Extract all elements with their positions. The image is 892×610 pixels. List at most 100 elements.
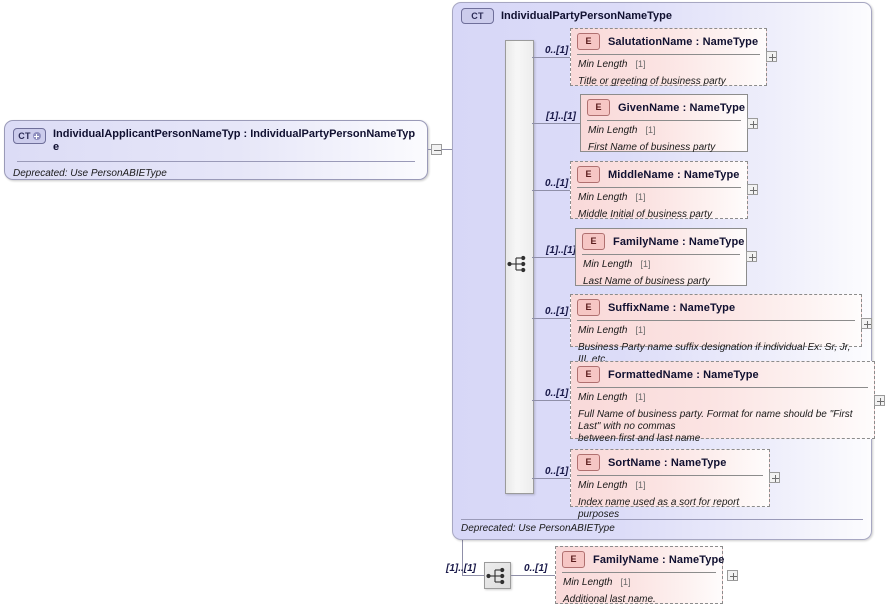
element-expand-toggle[interactable] [766, 51, 777, 62]
element-documentation: Title or greeting of business party [578, 76, 726, 87]
cardinality-element-6: 0..[1] [545, 466, 569, 477]
element-node-extra-familyname[interactable]: E FamilyName : NameType Min Length [1] A… [555, 546, 725, 605]
element-rule [582, 254, 740, 255]
element-rule [562, 572, 716, 573]
element-header: E FamilyName : NameType [576, 229, 746, 254]
element-expand-toggle[interactable] [727, 570, 738, 581]
element-node-sortname[interactable]: E SortName : NameType Min Length [1] Ind… [570, 449, 770, 520]
element-facet: Min Length [1] [571, 188, 747, 207]
connector-element-0 [532, 57, 570, 58]
root-title-row: CT IndividualApplicantPersonNameTyp : In… [5, 121, 427, 160]
element-facet: Min Length [1] [571, 55, 766, 74]
root-annotation: Deprecated: Use PersonABIEType [13, 168, 167, 179]
element-expand-toggle[interactable] [747, 118, 758, 129]
element-header: E FamilyName : NameType [556, 547, 725, 572]
element-documentation: Full Name of business party. Format for … [578, 409, 853, 444]
extra-sequence-icon[interactable] [484, 562, 511, 589]
element-documentation: Business Party name suffix designation i… [578, 342, 851, 365]
element-badge-icon: E [577, 366, 600, 383]
element-expand-toggle[interactable] [861, 318, 872, 329]
root-collapse-toggle[interactable] [431, 144, 442, 155]
element-badge-icon: E [577, 454, 600, 471]
facet-label: Min Length [578, 59, 628, 70]
element-expand-toggle[interactable] [746, 251, 757, 262]
cardinality-element-2: 0..[1] [545, 178, 569, 189]
facet-value: [1] [635, 325, 646, 335]
cardinality-extra-element: 0..[1] [524, 563, 548, 574]
element-name: FormattedName : NameType [608, 368, 759, 381]
element-name: SalutationName : NameType [608, 35, 759, 48]
element-documentation: Index name used as a sort for report pur… [578, 497, 740, 520]
element-header: E FormattedName : NameType [571, 362, 874, 387]
panel-separator [461, 519, 863, 520]
sequence-bar [505, 40, 534, 494]
element-rule [577, 475, 763, 476]
element-badge-icon: E [582, 233, 605, 250]
root-type-name: IndividualApplicantPersonNameTyp : Indiv… [53, 128, 416, 153]
element-facet: Min Length [1] [571, 321, 861, 340]
facet-value: [1] [635, 192, 646, 202]
element-expand-toggle[interactable] [747, 184, 758, 195]
panel-title-row: CT IndividualPartyPersonNameType [453, 3, 871, 24]
connector-element-3 [532, 257, 575, 258]
element-badge-icon: E [587, 99, 610, 116]
facet-value: [1] [635, 392, 646, 402]
element-header: E GivenName : NameType [581, 95, 747, 120]
connector-extra-element [511, 575, 555, 576]
sequence-glyph [486, 567, 505, 584]
complextype-badge-icon: CT [13, 128, 46, 144]
element-facet: Min Length [1] [556, 573, 722, 592]
connector-element-2 [532, 190, 570, 191]
cardinality-element-4: 0..[1] [545, 306, 569, 317]
panel-type-name: IndividualPartyPersonNameType [501, 9, 672, 22]
facet-value: [1] [635, 480, 646, 490]
cardinality-element-0: 0..[1] [545, 45, 569, 56]
element-node-middlename[interactable]: E MiddleName : NameType Min Length [1] M… [570, 161, 748, 220]
cardinality-element-5: 0..[1] [545, 388, 569, 399]
element-documentation: Middle Initial of business party [578, 209, 712, 220]
element-rule [577, 320, 855, 321]
element-name: SortName : NameType [608, 456, 727, 469]
element-rule [577, 387, 868, 388]
facet-label: Min Length [578, 325, 628, 336]
cardinality-element-1: [1]..[1] [546, 111, 576, 122]
element-badge-icon: E [562, 551, 585, 568]
cardinality-element-3: [1]..[1] [546, 245, 576, 256]
facet-label: Min Length [578, 392, 628, 403]
element-facet: Min Length [1] [571, 476, 769, 495]
element-header: E SuffixName : NameType [571, 295, 861, 320]
element-documentation: First Name of business party [588, 142, 716, 153]
element-node-suffixname[interactable]: E SuffixName : NameType Min Length [1] B… [570, 294, 862, 365]
element-documentation: Last Name of business party [583, 276, 710, 287]
element-node-formattedname[interactable]: E FormattedName : NameType Min Length [1… [570, 361, 875, 444]
connector-element-1 [532, 123, 580, 124]
sequence-icon[interactable] [506, 255, 531, 273]
sequence-glyph [507, 255, 526, 273]
facet-value: [1] [635, 59, 646, 69]
facet-label: Min Length [588, 125, 638, 136]
panel-annotation: Deprecated: Use PersonABIEType [461, 523, 615, 534]
element-expand-toggle[interactable] [874, 395, 885, 406]
facet-value: [1] [640, 259, 651, 269]
element-node-givenname[interactable]: E GivenName : NameType Min Length [1] Fi… [580, 94, 748, 153]
element-expand-toggle[interactable] [769, 472, 780, 483]
connector-element-6 [532, 478, 570, 479]
element-header: E SalutationName : NameType [571, 29, 766, 54]
element-name: FamilyName : NameType [613, 235, 745, 248]
element-facet: Min Length [1] [581, 121, 747, 140]
element-node-familyname[interactable]: E FamilyName : NameType Min Length [1] L… [575, 228, 747, 287]
element-rule [577, 54, 760, 55]
element-name: SuffixName : NameType [608, 301, 736, 314]
facet-label: Min Length [583, 259, 633, 270]
facet-label: Min Length [578, 192, 628, 203]
element-name: MiddleName : NameType [608, 168, 740, 181]
element-badge-icon: E [577, 33, 600, 50]
expand-circle-icon[interactable] [32, 132, 41, 140]
cardinality-extra-sequence: [1]..[1] [446, 563, 476, 574]
element-node-salutationname[interactable]: E SalutationName : NameType Min Length [… [570, 28, 767, 87]
facet-value: [1] [620, 577, 631, 587]
root-complextype-node[interactable]: CT IndividualApplicantPersonNameTyp : In… [4, 120, 428, 180]
element-name: FamilyName : NameType [593, 553, 725, 566]
element-badge-icon: E [577, 166, 600, 183]
